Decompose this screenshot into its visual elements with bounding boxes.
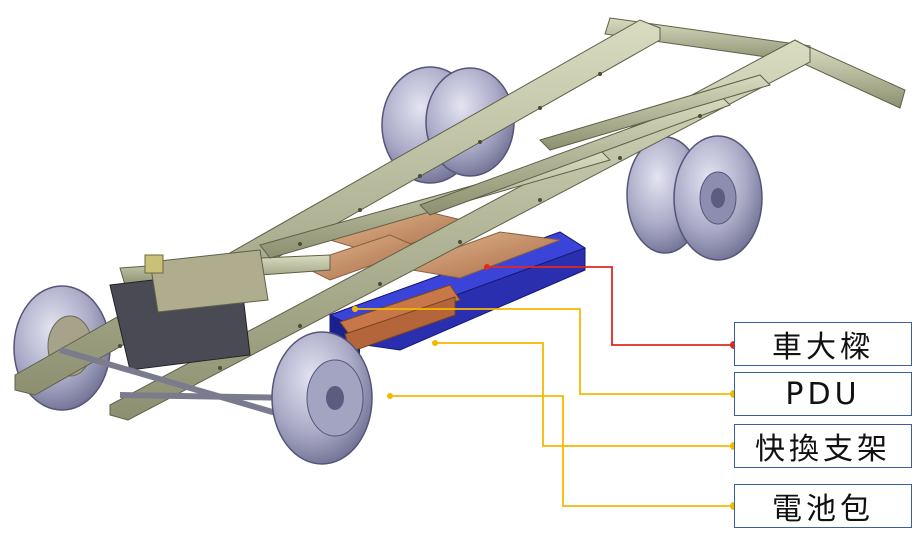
leader-swap <box>435 342 734 447</box>
leader-battery <box>390 395 734 507</box>
label-battery-pack: 電池包 <box>734 484 912 528</box>
rear-right-wheel <box>626 135 763 261</box>
front-axle <box>59 347 301 423</box>
battery-top-plates <box>298 209 561 281</box>
leader-frame <box>487 266 734 346</box>
leader-pdu <box>355 308 734 395</box>
battery-pack <box>328 231 587 355</box>
label-swap-bracket: 快換支架 <box>734 424 912 468</box>
frame-rails <box>14 19 811 421</box>
front-right-wheel <box>271 331 373 465</box>
front-equipment <box>109 249 269 371</box>
leader-lines <box>355 266 734 507</box>
label-pdu: PDU <box>734 372 912 416</box>
label-frame: 車大樑 <box>734 322 912 366</box>
